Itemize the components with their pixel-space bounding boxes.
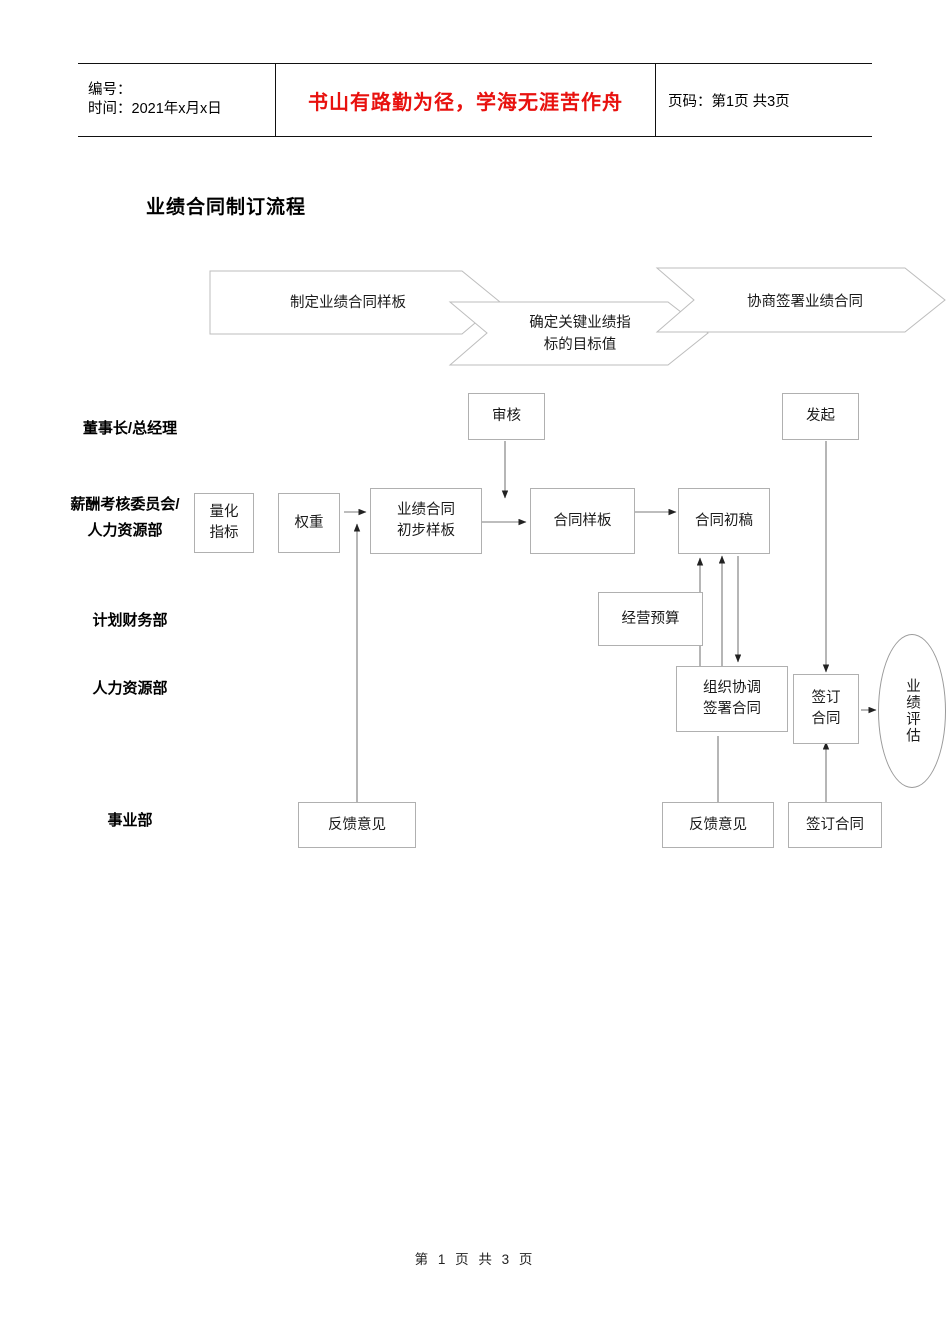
lane-label-hr: 人力资源部 (92, 680, 168, 697)
header-code-label: 编号： (88, 82, 132, 98)
banner-label-1: 制定业绩合同样板 (290, 295, 406, 311)
node-jingying-yusuan[interactable]: 经营预算 (598, 592, 703, 646)
lane-label-business-unit: 事业部 (107, 812, 153, 829)
page-footer: 第 1 页 共 3 页 (414, 1252, 536, 1267)
node-qianding-hetong-bottom[interactable]: 签订合同 (788, 802, 882, 848)
node-quanzhong[interactable]: 权重 (278, 493, 340, 553)
node-chubu-yangban[interactable]: 业绩合同 初步样板 (370, 488, 482, 554)
banner-label-2: 确定关键业绩指 标的目标值 (529, 315, 631, 353)
node-hetong-yangban[interactable]: 合同样板 (530, 488, 635, 554)
page-title: 业绩合同制订流程 (146, 197, 307, 218)
lane-label-finance: 计划财务部 (92, 612, 168, 629)
node-fankui-yijian-mid[interactable]: 反馈意见 (662, 802, 774, 848)
node-fankui-yijian-left[interactable]: 反馈意见 (298, 802, 416, 848)
node-shenhe[interactable]: 审核 (468, 393, 545, 440)
header-cell-code: 编号： 时间：2021年x月x日 (78, 64, 275, 136)
header-time-label: 时间：2021年x月x日 (88, 101, 222, 117)
header-cell-pagination: 页码：第1页 共3页 (655, 64, 872, 136)
lane-label-chairman: 董事长/总经理 (82, 420, 178, 437)
node-faqi[interactable]: 发起 (782, 393, 859, 440)
lane-label-compensation-committee: 薪酬考核委员会/ 人力资源部 (70, 496, 180, 539)
node-zuzhi-xietiao[interactable]: 组织协调 签署合同 (676, 666, 788, 732)
node-qianding-hetong[interactable]: 签订 合同 (793, 674, 859, 744)
page-header-table: 编号： 时间：2021年x月x日 书山有路勤为径，学海无涯苦作舟 页码：第1页 … (78, 63, 872, 137)
node-hetong-chugao[interactable]: 合同初稿 (678, 488, 770, 554)
header-slogan: 书山有路勤为径，学海无涯苦作舟 (308, 89, 623, 114)
node-lianghua-zhibiao[interactable]: 量化 指标 (194, 493, 254, 553)
banner-label-3: 协商签署业绩合同 (747, 294, 863, 310)
header-cell-slogan: 书山有路勤为径，学海无涯苦作舟 (275, 64, 655, 136)
header-page-label: 页码：第1页 共3页 (668, 93, 790, 110)
node-yeji-pinggu[interactable]: 业绩评估 (878, 634, 946, 788)
